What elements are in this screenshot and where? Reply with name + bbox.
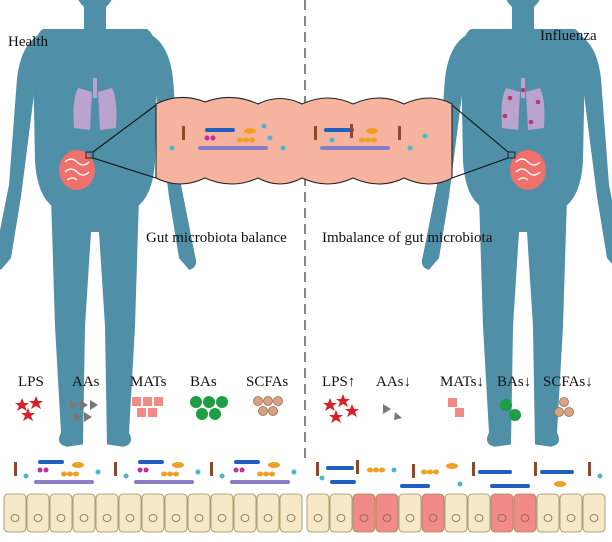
mats-icon-decreased [448,398,464,417]
bas-icon [190,396,228,420]
legend-scfas-label: SCFAs [246,374,289,390]
balanced-microbes [169,123,286,151]
legend-aas-label-influenza: AAs↓ [376,374,412,390]
zoom-lines [92,104,509,179]
imbalanced-microbes [314,124,428,151]
right-lungs [501,78,545,130]
left-gut [59,150,95,190]
intestine-segment [155,96,453,185]
imbalance-caption: Imbalance of gut microbiota [322,230,493,246]
microbe-cluster-healthy [14,460,101,484]
legend-icons-right [323,394,574,423]
legend-icons-left [15,396,283,422]
scfas-icon-decreased [554,397,574,417]
lps-icon-increased [323,394,359,423]
left-lungs [73,78,117,130]
damaged-epithelial-cells [352,493,537,533]
legend-bas-label: BAs [190,374,217,390]
right-gut [507,150,546,190]
health-label: Health [8,34,48,50]
mats-icon [132,397,163,417]
influenza-label: Influenza [540,28,597,44]
legend-bas-label-influenza: BAs↓ [497,374,532,390]
legend-mats-label-influenza: MATs↓ [440,374,484,390]
balance-caption: Gut microbiota balance [146,230,287,246]
microbe-layer [14,460,603,488]
legend-lps-label: LPS [18,374,44,390]
microbe-cluster-influenza [316,460,603,488]
bas-icon-decreased [500,399,521,421]
aas-icon [70,400,98,422]
legend-aas-label: AAs [72,374,100,390]
legend-scfas-label-influenza: SCFAs↓ [543,374,593,390]
legend-mats-label: MATs [130,374,167,390]
legend-lps-label-influenza: LPS↑ [322,374,356,390]
scfas-icon [253,396,283,416]
lps-icon [15,396,43,421]
aas-icon-decreased [383,404,402,420]
